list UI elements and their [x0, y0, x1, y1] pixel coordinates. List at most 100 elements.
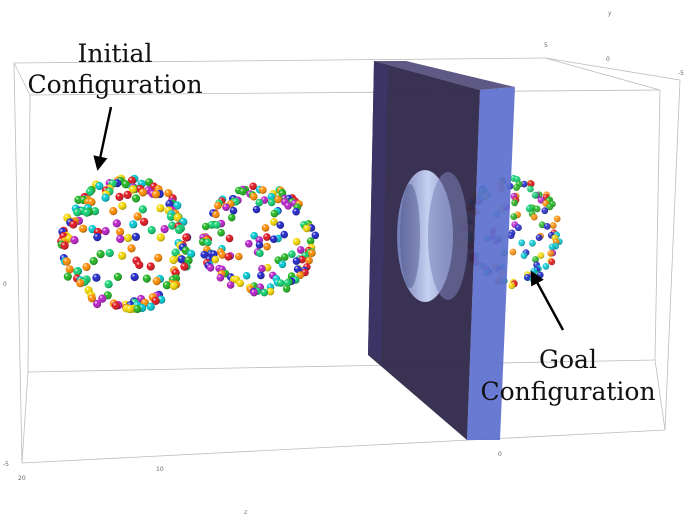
- particle-shading: [281, 253, 289, 261]
- axis-label-z: z: [243, 509, 248, 516]
- initial-label-line2: Configuration: [27, 70, 202, 99]
- particle-shading: [93, 233, 102, 242]
- particle-shading: [73, 267, 82, 276]
- particle-shading: [260, 288, 269, 297]
- particle-shading: [515, 224, 522, 232]
- tick-z-0: 0: [498, 451, 502, 458]
- particle-shading: [177, 255, 186, 264]
- particle-shading: [226, 281, 235, 289]
- particle-shading: [175, 225, 184, 234]
- particle-shading: [250, 231, 258, 240]
- particle-shading: [206, 264, 215, 272]
- particle-shading: [118, 251, 127, 260]
- particle-shading: [276, 221, 285, 229]
- particle-shading: [116, 227, 125, 236]
- particle-shading: [162, 281, 171, 290]
- particle-shading: [524, 274, 531, 281]
- particle-shading: [93, 299, 102, 309]
- particle-shading: [85, 187, 94, 196]
- tick-y-neg5: -5: [678, 70, 684, 77]
- particle-shading: [509, 248, 517, 256]
- particle-shading: [182, 233, 191, 242]
- particle-shading: [305, 256, 313, 265]
- particle-shading: [101, 193, 110, 202]
- particle-shading: [126, 305, 135, 314]
- particle-shading: [256, 249, 264, 257]
- particle-shading: [151, 190, 161, 199]
- particle-shading: [156, 233, 165, 242]
- particle-shading: [138, 188, 147, 197]
- particle-shading: [298, 255, 306, 264]
- particle-shading: [537, 252, 545, 259]
- particle-shading: [546, 203, 554, 211]
- bounding-box: [13, 57, 681, 464]
- tick-vertical-0: 0: [3, 281, 7, 288]
- particle-shading: [525, 205, 533, 213]
- particle-shading: [131, 232, 140, 241]
- axis-label-y: y: [607, 10, 612, 17]
- particle-shading: [76, 279, 85, 288]
- particle-shading: [130, 272, 139, 282]
- particle-shading: [520, 180, 528, 188]
- particle-shading: [263, 242, 271, 251]
- particle-shading: [222, 203, 230, 211]
- particle-shading: [104, 280, 113, 289]
- particle-shading: [168, 221, 177, 230]
- particle-shading: [529, 239, 536, 247]
- particle-shading: [276, 279, 285, 287]
- particle-shading: [553, 215, 561, 223]
- particle-shading: [89, 256, 98, 266]
- particle-shading: [263, 233, 271, 241]
- particle-shading: [173, 213, 182, 222]
- particle-shading: [541, 207, 549, 215]
- particle-shading: [531, 191, 539, 199]
- particle-shading: [250, 288, 258, 297]
- particle-shading: [270, 209, 279, 218]
- particle-shading: [147, 226, 156, 235]
- particle-shading: [154, 253, 163, 262]
- particle-shading: [152, 277, 161, 286]
- particle-shading: [255, 241, 264, 249]
- particle-shading: [261, 224, 270, 232]
- particle-shading: [296, 271, 305, 280]
- particle-shading: [218, 251, 227, 259]
- particle-shading: [532, 256, 539, 263]
- particle-shading: [133, 304, 142, 314]
- particle-shading: [259, 186, 267, 194]
- goal-label-line1: Goal: [539, 345, 597, 374]
- particle-shading: [213, 221, 221, 229]
- particle-shading: [207, 221, 216, 229]
- particle-shading: [116, 234, 125, 243]
- particle-shading: [166, 212, 176, 221]
- particle-shading: [200, 250, 208, 259]
- particle-shading: [180, 262, 189, 271]
- particle-shading: [171, 248, 180, 257]
- slab-side-face: [467, 87, 515, 440]
- particle-shading: [267, 198, 276, 207]
- particle-shading: [90, 207, 100, 216]
- particle-shading: [270, 218, 278, 226]
- particle-shading: [227, 213, 236, 222]
- particle-shading: [95, 181, 104, 191]
- particle-shading: [115, 192, 124, 201]
- particle-shading: [224, 252, 233, 261]
- particle-shading: [113, 272, 122, 281]
- particle-shading: [169, 281, 178, 291]
- particle-shading: [146, 302, 155, 311]
- particle-shading: [127, 244, 136, 253]
- slab-top-face: [374, 61, 515, 90]
- goal-label-line2: Configuration: [480, 377, 655, 406]
- particle-shading: [533, 205, 541, 213]
- particle-shading: [217, 228, 225, 237]
- particle-shading: [258, 264, 266, 273]
- particle-shading: [293, 265, 302, 274]
- particle-shading: [283, 279, 292, 287]
- tick-vertical-neg5: -5: [3, 461, 9, 468]
- particle-shading: [292, 257, 301, 265]
- particle-shading: [60, 241, 69, 250]
- particle-shading: [308, 249, 316, 257]
- particle-shading: [169, 255, 178, 265]
- particle-shading: [527, 185, 534, 193]
- particle-shading: [267, 193, 276, 201]
- particle-shading: [527, 180, 535, 188]
